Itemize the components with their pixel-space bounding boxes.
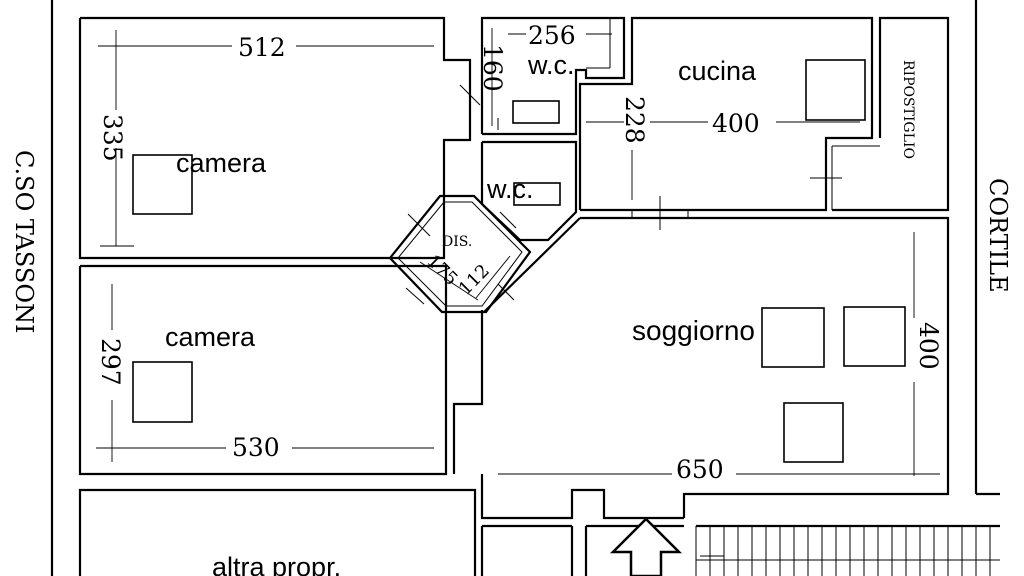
dim-cucina-width: 400 (712, 109, 760, 138)
dim-wc-top-height: 160 (478, 44, 507, 92)
corridor-wall (452, 310, 484, 474)
entrance-arrow-icon (609, 517, 683, 576)
street-left-label: C.SO TASSONI (10, 150, 38, 334)
camera-bottom-label: camera (165, 322, 256, 352)
disimpegno-walls (388, 194, 532, 314)
camera-bottom-bed (132, 361, 193, 423)
ripostiglio-walls (832, 16, 950, 212)
dis-door-2 (499, 211, 517, 229)
camera-bottom-walls (78, 264, 448, 476)
entrance-walls (480, 474, 684, 520)
dim-soggiorno-height: 400 (914, 322, 943, 370)
dim-dis-b: 112 (455, 260, 494, 299)
dis-door-1 (407, 213, 431, 237)
wc-top-walls (480, 16, 626, 136)
dim-soggiorno-width: 650 (676, 455, 724, 484)
altra-propr-label: altra propr. (212, 552, 341, 576)
soggiorno-table-1 (761, 307, 825, 368)
disimpegno-inner (397, 201, 523, 307)
soggiorno-table-3 (783, 402, 844, 463)
ripostiglio-label: RIPOSTIGLIO (900, 60, 916, 159)
dim-cucina-height: 228 (620, 96, 649, 144)
cucina-table (805, 59, 866, 121)
altra-propr-walls (78, 488, 477, 576)
dim-wc-top-width: 256 (528, 21, 576, 50)
wc-middle-label: w.c. (486, 174, 534, 204)
dim-camera-top-height: 335 (98, 114, 127, 162)
dis-dim-line2 (475, 255, 511, 299)
dim-camera-bottom-height: 297 (96, 338, 125, 386)
wc-top-label: w.c. (527, 50, 575, 80)
soggiorno-walls (580, 216, 950, 518)
soggiorno-label: soggiorno (632, 315, 755, 346)
street-right-label: CORTILE (984, 178, 1012, 293)
camera-top-label: camera (176, 148, 267, 178)
camera-top-door (459, 84, 481, 106)
dis-dim-line (419, 261, 479, 301)
wc-middle-fixture (513, 182, 561, 206)
camera-top-bed (132, 154, 193, 215)
stairs (695, 524, 1000, 576)
dim-camera-top-width: 512 (238, 33, 286, 62)
wc-top-fixture (512, 100, 560, 124)
dim-camera-bottom-width: 530 (232, 433, 280, 462)
soggiorno-link (483, 217, 581, 313)
dimension-lines (96, 28, 940, 476)
soggiorno-table-2 (843, 306, 906, 367)
cucina-label: cucina (678, 56, 757, 86)
dis-door-4 (497, 283, 515, 301)
camera-top-walls (78, 16, 472, 260)
dis-door-3 (405, 287, 425, 305)
disimpegno-label: DIS. (442, 234, 472, 250)
